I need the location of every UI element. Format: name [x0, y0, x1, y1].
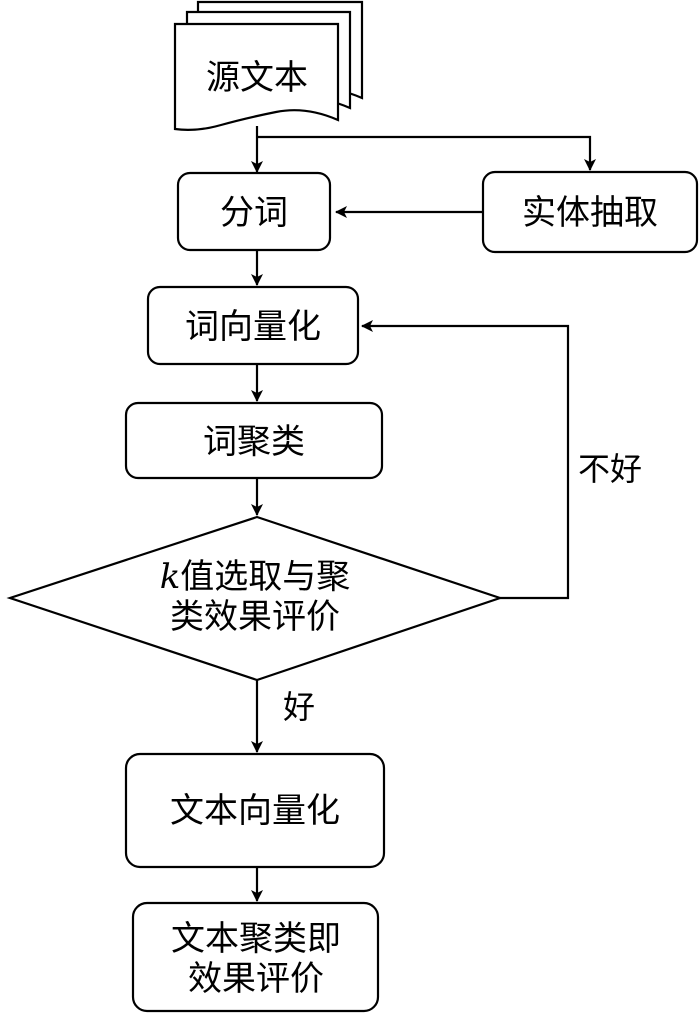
- k-variable: k: [160, 557, 181, 597]
- text-clustering-label-line1: 文本聚类即: [171, 919, 341, 959]
- edge-source-to-entity-extraction: [257, 135, 596, 171]
- edges: [251, 126, 596, 902]
- text-vectorization-box: [124, 752, 386, 869]
- node-entity-extraction: 实体抽取: [481, 170, 699, 254]
- segmentation-label: 分词: [220, 193, 288, 233]
- edge-label-good: 好: [283, 688, 315, 726]
- k-selection-diamond: [6, 515, 504, 682]
- source-text-label: 源文本: [206, 58, 308, 98]
- segmentation-box: [176, 171, 332, 252]
- document-sheet-front: [173, 22, 340, 131]
- node-k-selection: k值选取与聚 类效果评价: [6, 515, 504, 682]
- word-vectorization-box: [146, 285, 360, 366]
- text-vectorization-label: 文本向量化: [170, 791, 340, 831]
- text-clustering-box: [131, 901, 380, 1013]
- k-selection-label-line2: 类效果评价: [170, 597, 340, 637]
- word-clustering-label: 词聚类: [203, 422, 305, 462]
- node-text-clustering: 文本聚类即 效果评价: [131, 901, 380, 1013]
- node-source-text: 源文本: [173, 0, 364, 131]
- entity-extraction-label: 实体抽取: [522, 193, 658, 233]
- text-clustering-label-line2: 效果评价: [188, 959, 324, 999]
- word-vectorization-label: 词向量化: [185, 307, 321, 347]
- node-word-clustering: 词聚类: [124, 401, 384, 480]
- k-selection-line1-text: 值选取与聚: [180, 557, 350, 597]
- node-segmentation: 分词: [176, 171, 332, 252]
- entity-extraction-box: [481, 170, 699, 254]
- k-selection-label-line1: k值选取与聚: [160, 557, 351, 597]
- edge-k-selection-to-word-vectorization: [361, 320, 570, 600]
- edge-label-bad: 不好: [578, 450, 642, 488]
- node-word-vectorization: 词向量化: [146, 285, 360, 366]
- node-text-vectorization: 文本向量化: [124, 752, 386, 869]
- word-clustering-box: [124, 401, 384, 480]
